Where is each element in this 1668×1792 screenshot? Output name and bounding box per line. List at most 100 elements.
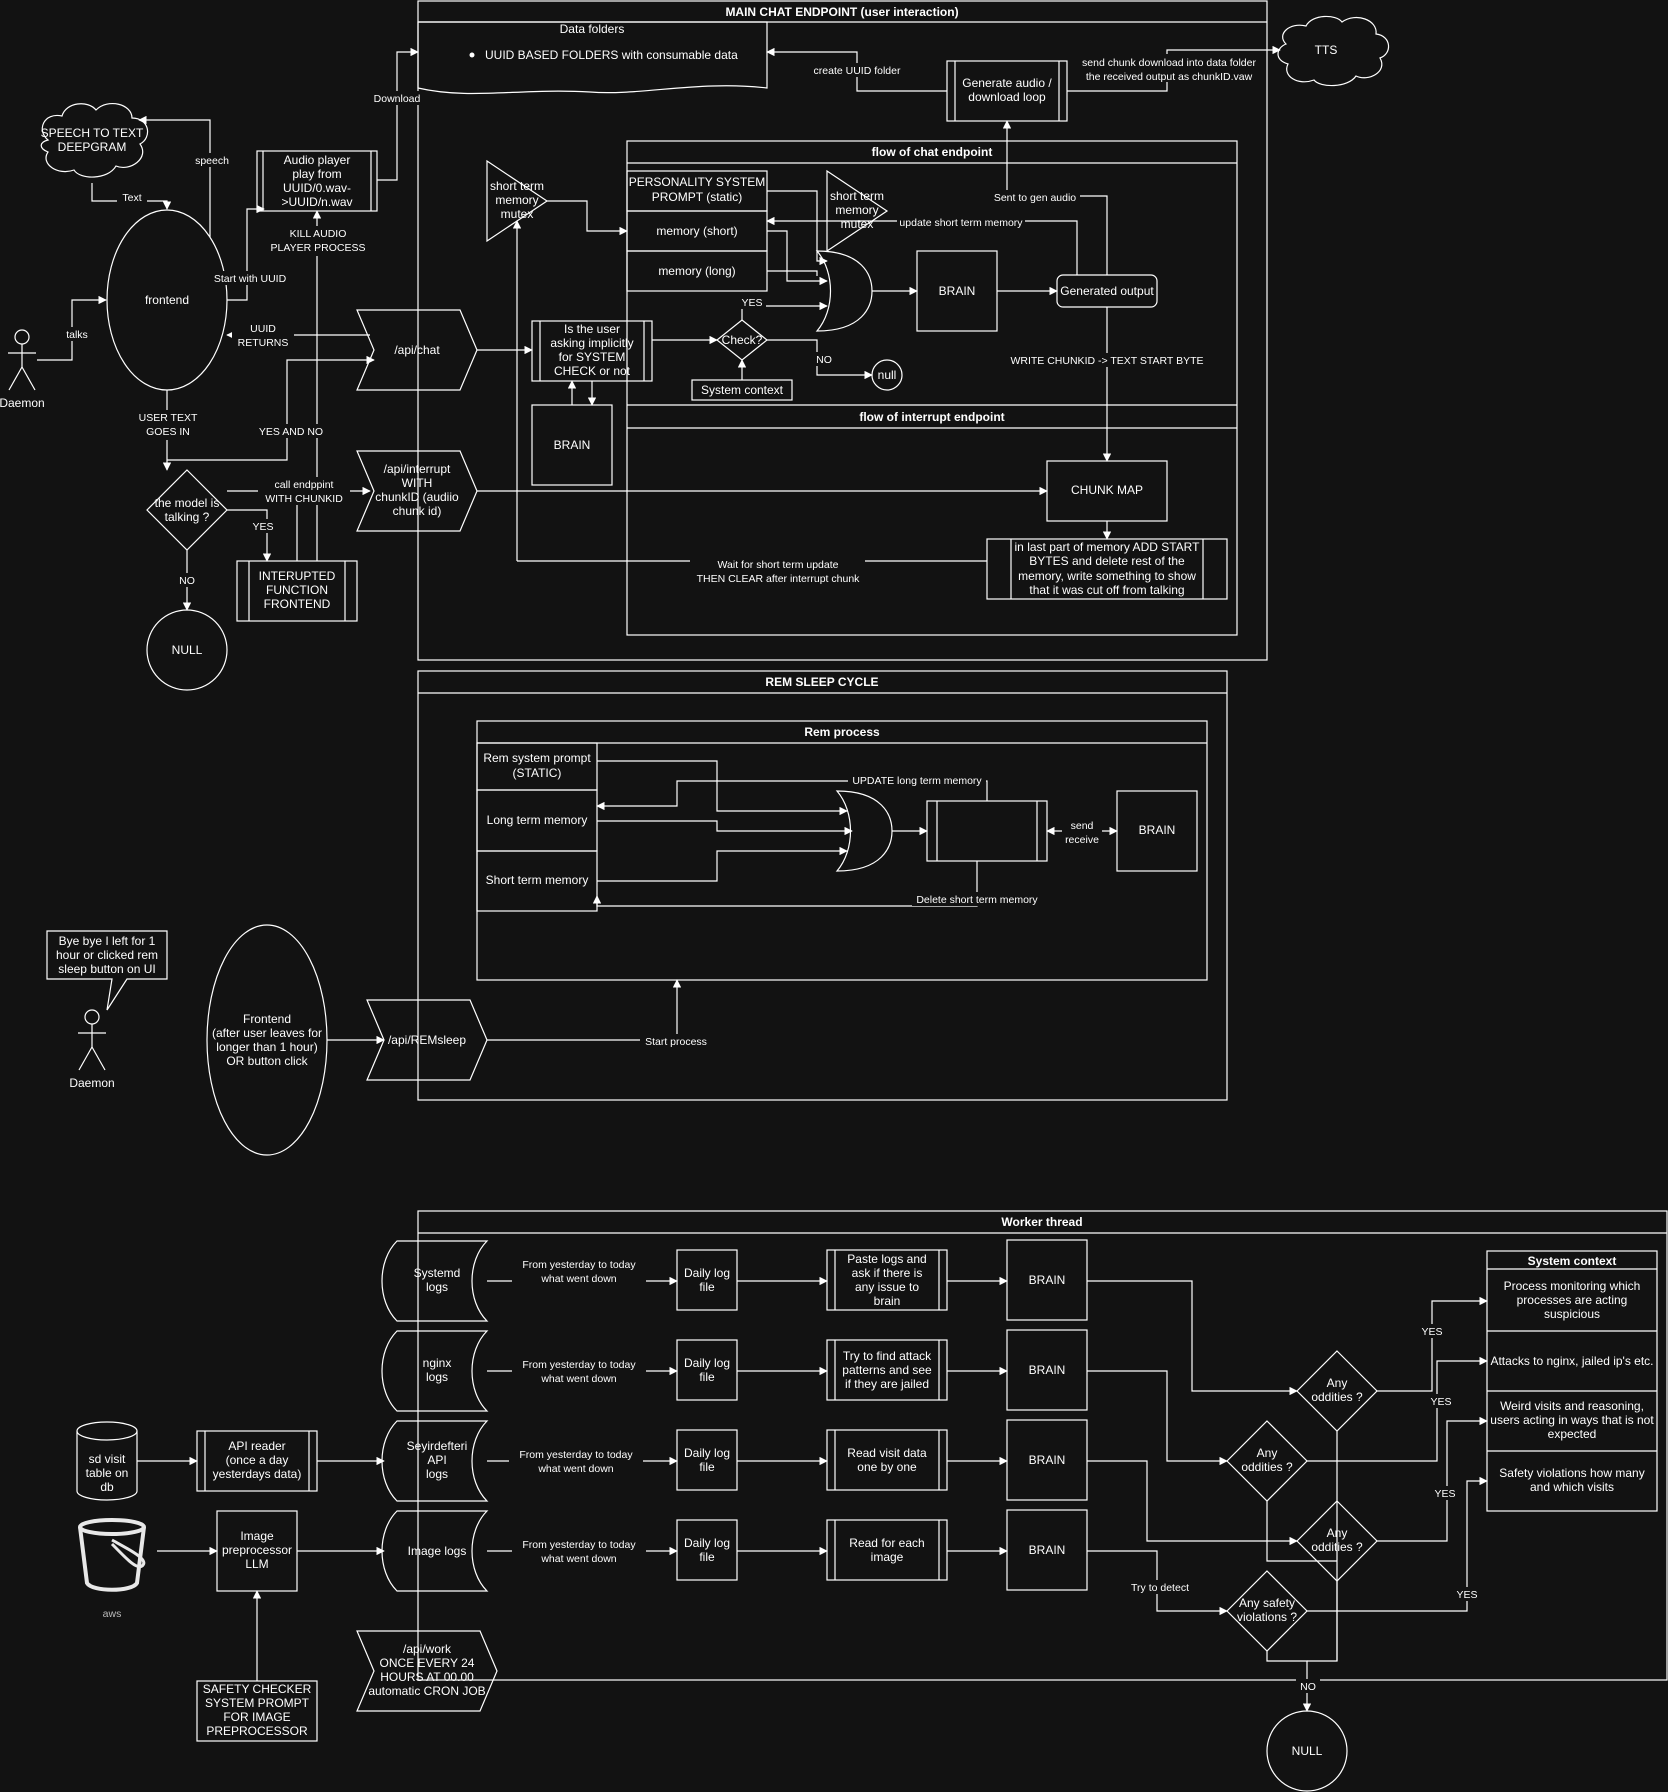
- context-item: Process monitoring which: [1504, 1279, 1641, 1293]
- edge-label: UUID: [250, 323, 276, 335]
- edge-label: Try to detect: [1131, 1582, 1189, 1594]
- check-label: Check?: [722, 333, 763, 347]
- last-part-label: BYTES and delete rest of the: [1029, 554, 1185, 568]
- interrupted-function-node: INTERUPTED FUNCTION FRONTEND: [236, 560, 358, 622]
- frontend2-label: OR button click: [226, 1054, 308, 1068]
- is-user-asking-node: Is the user asking implicitly for SYSTEM…: [531, 320, 653, 382]
- rem-title: REM SLEEP CYCLE: [765, 675, 878, 689]
- main-chat-container: MAIN CHAT ENDPOINT (user interaction): [417, 0, 1268, 661]
- speech-label: DEEPGRAM: [58, 140, 127, 154]
- edge-label: YES: [252, 521, 273, 533]
- chat-flow-container: flow of chat endpoint flow of interrupt …: [626, 140, 1238, 636]
- gen-audio-label: Generate audio /: [962, 76, 1052, 90]
- mutex-label: mutex: [501, 207, 534, 221]
- context-item: Safety violations how many: [1499, 1466, 1644, 1480]
- generate-audio-node: Generate audio / download loop: [946, 60, 1068, 122]
- edge-label: THEN CLEAR after interrupt chunk: [697, 573, 861, 585]
- interrupted-label: FUNCTION: [266, 583, 328, 597]
- interrupted-label: FRONTEND: [264, 597, 331, 611]
- worker-edges: [137, 1276, 1488, 1712]
- rem-container: REM SLEEP CYCLE Rem process: [417, 670, 1228, 1101]
- edge-label: WRITE CHUNKID -> TEXT START BYTE: [1010, 355, 1203, 367]
- null-small-label: null: [878, 368, 897, 382]
- daemon-actor-1: Daemon: [0, 329, 45, 410]
- brain-label: BRAIN: [1139, 823, 1176, 837]
- brain-label: BRAIN: [1029, 1363, 1066, 1377]
- api-chat-node: /api/chat: [356, 309, 478, 391]
- rem-prompt-label: (STATIC): [513, 766, 562, 780]
- personality-label: PERSONALITY SYSTEM: [629, 175, 765, 189]
- gen-audio-label: download loop: [968, 90, 1046, 104]
- edge-label: the received output as chunkID.vaw: [1086, 71, 1253, 83]
- image-logs-node: Image logs: [381, 1510, 489, 1592]
- sd-visit-label: sd visit: [89, 1452, 126, 1466]
- edge-label: what went down: [540, 1273, 616, 1285]
- chunk-map-label: CHUNK MAP: [1071, 483, 1143, 497]
- edge-label: create UUID folder: [814, 65, 901, 77]
- brain-label: BRAIN: [554, 438, 591, 452]
- context-item: and which visits: [1530, 1480, 1614, 1494]
- rem-prompt-label: Rem system prompt: [483, 751, 591, 765]
- systemd-label: logs: [426, 1280, 448, 1294]
- model-talking-label: talking ?: [165, 510, 210, 524]
- edge-label: YES: [1434, 1488, 1455, 1500]
- rem-process-title: Rem process: [804, 725, 880, 739]
- seyir-label: Seyirdefteri: [407, 1439, 468, 1453]
- edge-label: receive: [1065, 834, 1099, 846]
- api-work-label: automatic CRON JOB: [368, 1684, 485, 1698]
- brain-check-node: BRAIN: [531, 404, 613, 486]
- daily-log-4: Daily log file: [676, 1519, 738, 1581]
- edge-label: KILL AUDIO: [290, 228, 347, 240]
- api-reader-node: API reader (once a day yesterdays data): [196, 1430, 318, 1492]
- image-pre-label: LLM: [245, 1557, 268, 1571]
- brain-worker-3: BRAIN: [1006, 1419, 1088, 1501]
- edge-label: From yesterday to today: [522, 1359, 636, 1371]
- edge-label: send chunk download into data folder: [1082, 57, 1256, 69]
- audio-player-label: >UUID/n.wav: [281, 195, 352, 209]
- interrupted-label: INTERUPTED: [259, 569, 336, 583]
- tts-cloud: TTS: [1277, 15, 1390, 87]
- safety-label: violations ?: [1237, 1610, 1297, 1624]
- interrupt-flow-title: flow of interrupt endpoint: [859, 410, 1004, 424]
- edge-label: Start process: [645, 1036, 707, 1048]
- brain-chat-node: BRAIN: [916, 250, 998, 332]
- brain-label: BRAIN: [1029, 1453, 1066, 1467]
- rem-short-label: Short term memory: [486, 873, 589, 887]
- frontend2-label: Frontend: [243, 1012, 291, 1026]
- api-work-label: HOURS AT 00.00: [380, 1670, 474, 1684]
- main-edge-labels: talks Text speech Start with UUID UUID R…: [62, 54, 1261, 587]
- aws-label: aws: [103, 1608, 122, 1620]
- edge-label: Delete short term memory: [916, 894, 1038, 906]
- check-decision: Check?: [716, 319, 768, 361]
- edge-label: PLAYER PROCESS: [271, 242, 366, 254]
- system-context-small: System context: [691, 379, 793, 401]
- nginx-label: nginx: [423, 1356, 452, 1370]
- null-node-2: NULL: [1266, 1710, 1348, 1792]
- edge-label: From yesterday to today: [522, 1259, 636, 1271]
- safety-checker-node: SAFETY CHECKER SYSTEM PROMPT FOR IMAGE P…: [196, 1680, 318, 1742]
- bye-note-label: hour or clicked rem: [56, 948, 158, 962]
- stm-mutex-1: short term memory mutex: [486, 159, 549, 243]
- null-small-node: null: [871, 359, 903, 391]
- mutex-label: short term: [830, 189, 884, 203]
- frontend2-node: Frontend (after user leaves for longer t…: [206, 924, 328, 1156]
- worker-edge-labels: From yesterday to today what went down F…: [509, 1257, 1481, 1693]
- safety-checker-label: SAFETY CHECKER: [203, 1682, 312, 1696]
- read-image-node: Read for each image: [826, 1519, 948, 1581]
- daemon-label-1: Daemon: [0, 396, 45, 410]
- edge-label: GOES IN: [146, 426, 190, 438]
- api-work-node: /api/work ONCE EVERY 24 HOURS AT 00.00 a…: [356, 1630, 498, 1712]
- memory-long-label: memory (long): [658, 264, 735, 278]
- system-context-list: System context Process monitoring which …: [1486, 1250, 1658, 1512]
- edge-label: Text: [122, 192, 141, 204]
- api-rem-label: /api/REMsleep: [388, 1033, 466, 1047]
- brain-worker-2: BRAIN: [1006, 1329, 1088, 1411]
- api-interrupt-node: /api/interrupt WITH chunkID (audiio chun…: [356, 450, 478, 532]
- edge-label: NO: [816, 354, 832, 366]
- edge-label: RETURNS: [238, 337, 289, 349]
- api-interrupt-label: chunk id): [393, 504, 442, 518]
- edge-label: update short term memory: [899, 217, 1023, 229]
- read-visit-label: one by one: [857, 1460, 917, 1474]
- api-reader-label: API reader: [228, 1439, 285, 1453]
